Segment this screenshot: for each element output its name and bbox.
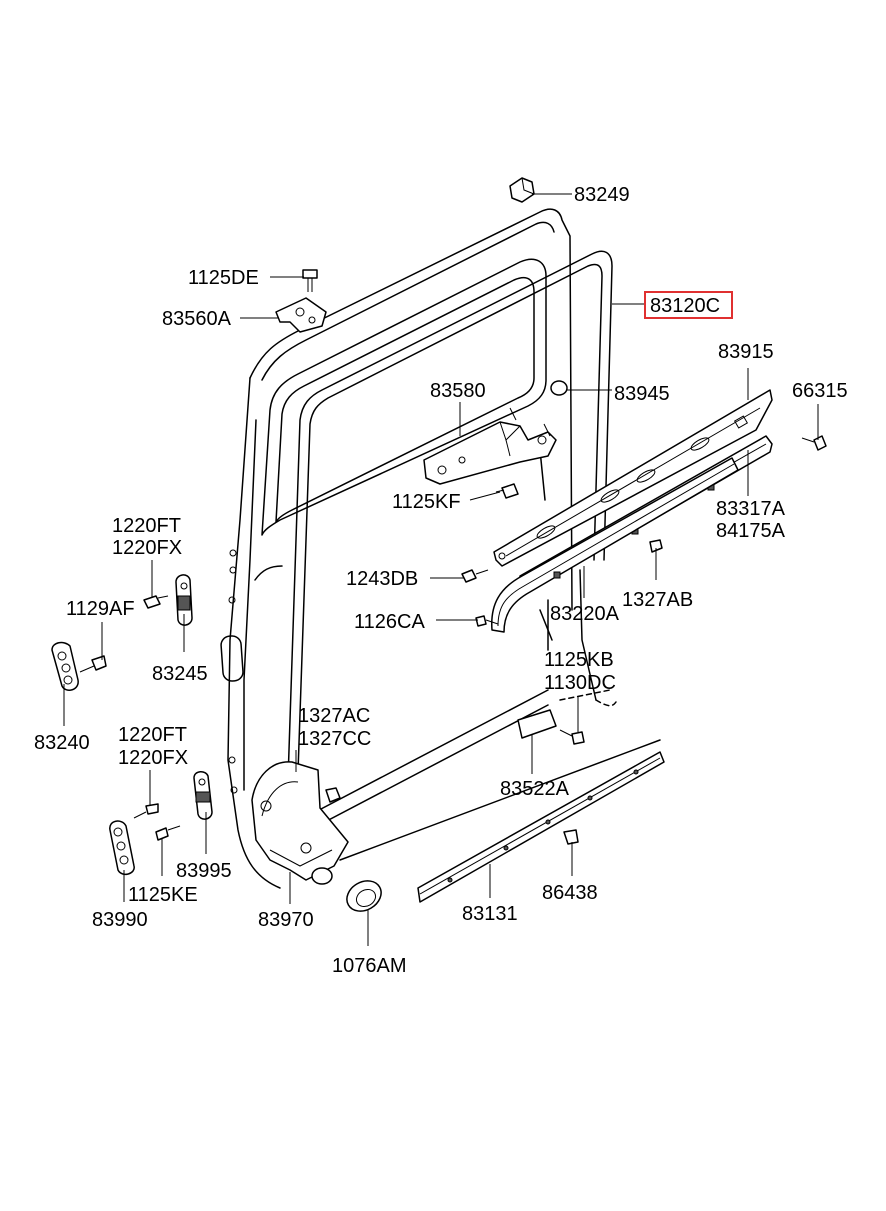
label-83522a[interactable]: 83522A [500,778,570,800]
weatherstrip-83120c [287,250,613,781]
label-1220fx-upper[interactable]: 1220FX [112,537,182,559]
nut-1327ac [325,787,341,803]
part-83220a [491,457,739,633]
bolt-1125kb [559,729,585,745]
part-83131 [417,751,665,903]
label-1125de[interactable]: 1125DE [188,267,259,289]
label-83317a[interactable]: 83317A [716,498,786,520]
screw-1126ca [475,615,499,627]
part-83945 [550,380,568,396]
label-84175a[interactable]: 84175A [716,520,786,542]
label-1129af[interactable]: 1129AF [66,598,135,620]
label-1126ca[interactable]: 1126CA [354,611,425,633]
label-86438[interactable]: 86438 [542,882,598,904]
bolt-1220ft-lower [133,803,159,819]
label-1327ab[interactable]: 1327AB [622,589,693,611]
bolt-1125de [302,269,318,292]
screw-66315 [801,435,827,451]
bolt-1125ke [155,825,181,841]
leader-lines [63,193,819,946]
label-83995[interactable]: 83995 [176,860,232,882]
label-83580[interactable]: 83580 [430,380,486,402]
nut-1327ab [649,539,663,553]
label-83560a[interactable]: 83560A [162,308,232,330]
label-83245[interactable]: 83245 [152,663,208,685]
part-83580 [423,407,557,485]
label-1220ft-lower[interactable]: 1220FT [118,724,187,746]
label-1130dc[interactable]: 1130DC [544,672,616,694]
label-1220ft-upper[interactable]: 1220FT [112,515,181,537]
label-83220a[interactable]: 83220A [550,603,620,625]
bolt-1220ft-upper [143,595,169,609]
label-1076am[interactable]: 1076AM [332,955,407,977]
label-1125ke[interactable]: 1125KE [128,884,198,906]
label-1125kf[interactable]: 1125KF [392,491,461,513]
part-83240 [51,641,79,691]
part-83995 [193,771,213,820]
label-1125kb[interactable]: 1125KB [544,649,614,671]
part-83970 [251,761,349,885]
highlight-box-83120c [644,291,733,319]
label-83120c[interactable]: 83120C [650,295,720,317]
bolt-1243db [461,569,489,583]
clip-86438 [563,829,579,845]
label-83131[interactable]: 83131 [462,903,518,925]
label-83915[interactable]: 83915 [718,341,774,363]
part-83522a [517,709,557,739]
label-1327cc[interactable]: 1327CC [298,728,371,750]
label-1220fx-lower[interactable]: 1220FX [118,747,188,769]
label-66315[interactable]: 66315 [792,380,848,402]
label-83249[interactable]: 83249 [574,184,630,206]
part-83560a [275,297,327,333]
label-83990[interactable]: 83990 [92,909,148,931]
part-83245 [175,574,193,626]
part-83915 [493,389,773,567]
bolt-1129af [79,655,107,673]
label-83945[interactable]: 83945 [614,383,670,405]
label-1243db[interactable]: 1243DB [346,568,418,590]
callout-labels: 83249 1125DE 83560A 83120C 83915 66315 8… [34,184,848,977]
door-panel-outline [220,208,661,889]
part-83990 [109,820,135,876]
part-83249 [509,177,535,203]
label-83240[interactable]: 83240 [34,732,90,754]
bolt-1125kf [495,483,519,499]
label-1327ac[interactable]: 1327AC [298,705,370,727]
plug-1076am [346,880,382,912]
label-83970[interactable]: 83970 [258,909,314,931]
